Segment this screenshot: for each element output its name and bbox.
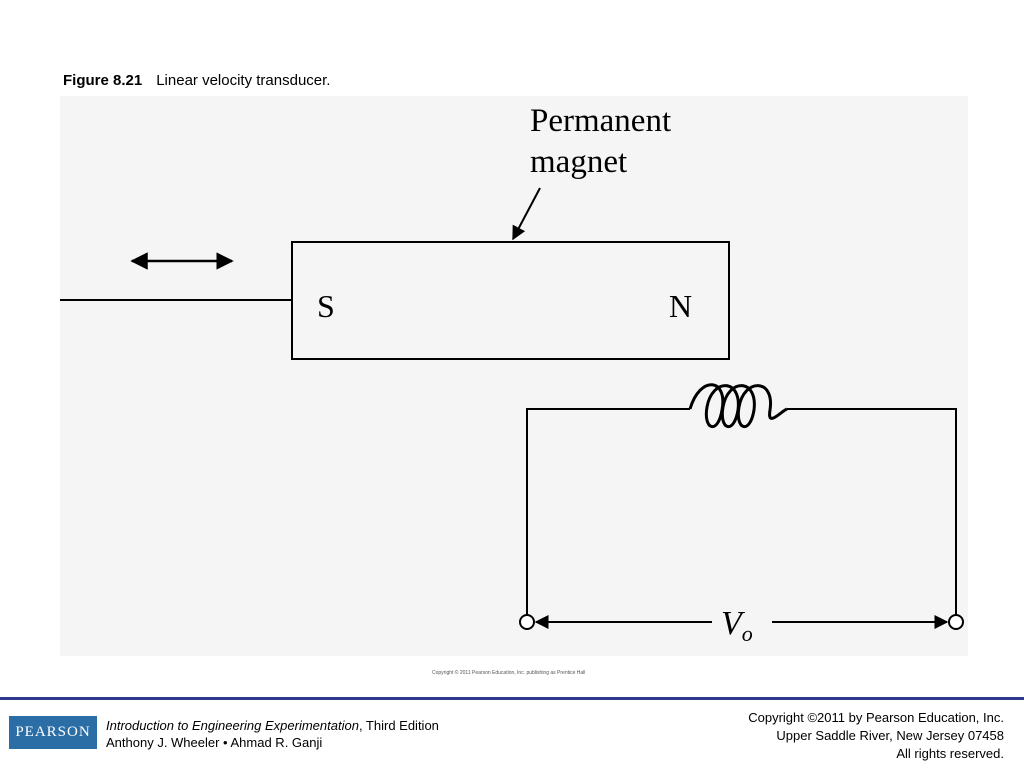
rights-line: All rights reserved. [896, 746, 1004, 761]
book-info: Introduction to Engineering Experimentat… [106, 717, 439, 751]
output-voltage-subscript: o [742, 621, 753, 646]
copyright-line: Copyright ©2011 by Pearson Education, In… [748, 710, 1004, 725]
book-authors: Anthony J. Wheeler • Ahmad R. Ganji [106, 735, 323, 750]
output-terminal-left [519, 614, 535, 630]
output-terminal-right [948, 614, 964, 630]
figure-title: Linear velocity transducer. [156, 72, 331, 89]
book-edition: , Third Edition [358, 718, 439, 733]
figure-copyright-note: Copyright © 2011 Pearson Education, Inc.… [432, 670, 586, 676]
magnet-label-line1: Permanent [530, 103, 671, 139]
south-pole-label: S [317, 288, 335, 324]
figure-panel [60, 96, 968, 656]
footer-divider [0, 697, 1024, 700]
book-title: Introduction to Engineering Experimentat… [106, 718, 359, 733]
figure-caption: Figure 8.21 Linear velocity transducer. [63, 71, 330, 91]
figure-number: Figure 8.21 [63, 72, 143, 89]
pickup-coil [688, 383, 788, 429]
book-title-line: Introduction to Engineering Experimentat… [106, 717, 439, 734]
transducer-diagram: S N Permanent magnet Vo [60, 103, 964, 646]
pearson-logo: PEARSON [9, 716, 97, 749]
publisher-info: Copyright ©2011 by Pearson Education, In… [748, 709, 1004, 763]
north-pole-label: N [669, 288, 692, 324]
coil-circuit-wire [526, 408, 957, 617]
magnet-label-line2: magnet [530, 144, 627, 180]
permanent-magnet [291, 241, 730, 360]
magnet-pointer-arrow [512, 187, 541, 241]
address-line: Upper Saddle River, New Jersey 07458 [776, 728, 1004, 743]
output-voltage-label: Vo [721, 605, 753, 646]
